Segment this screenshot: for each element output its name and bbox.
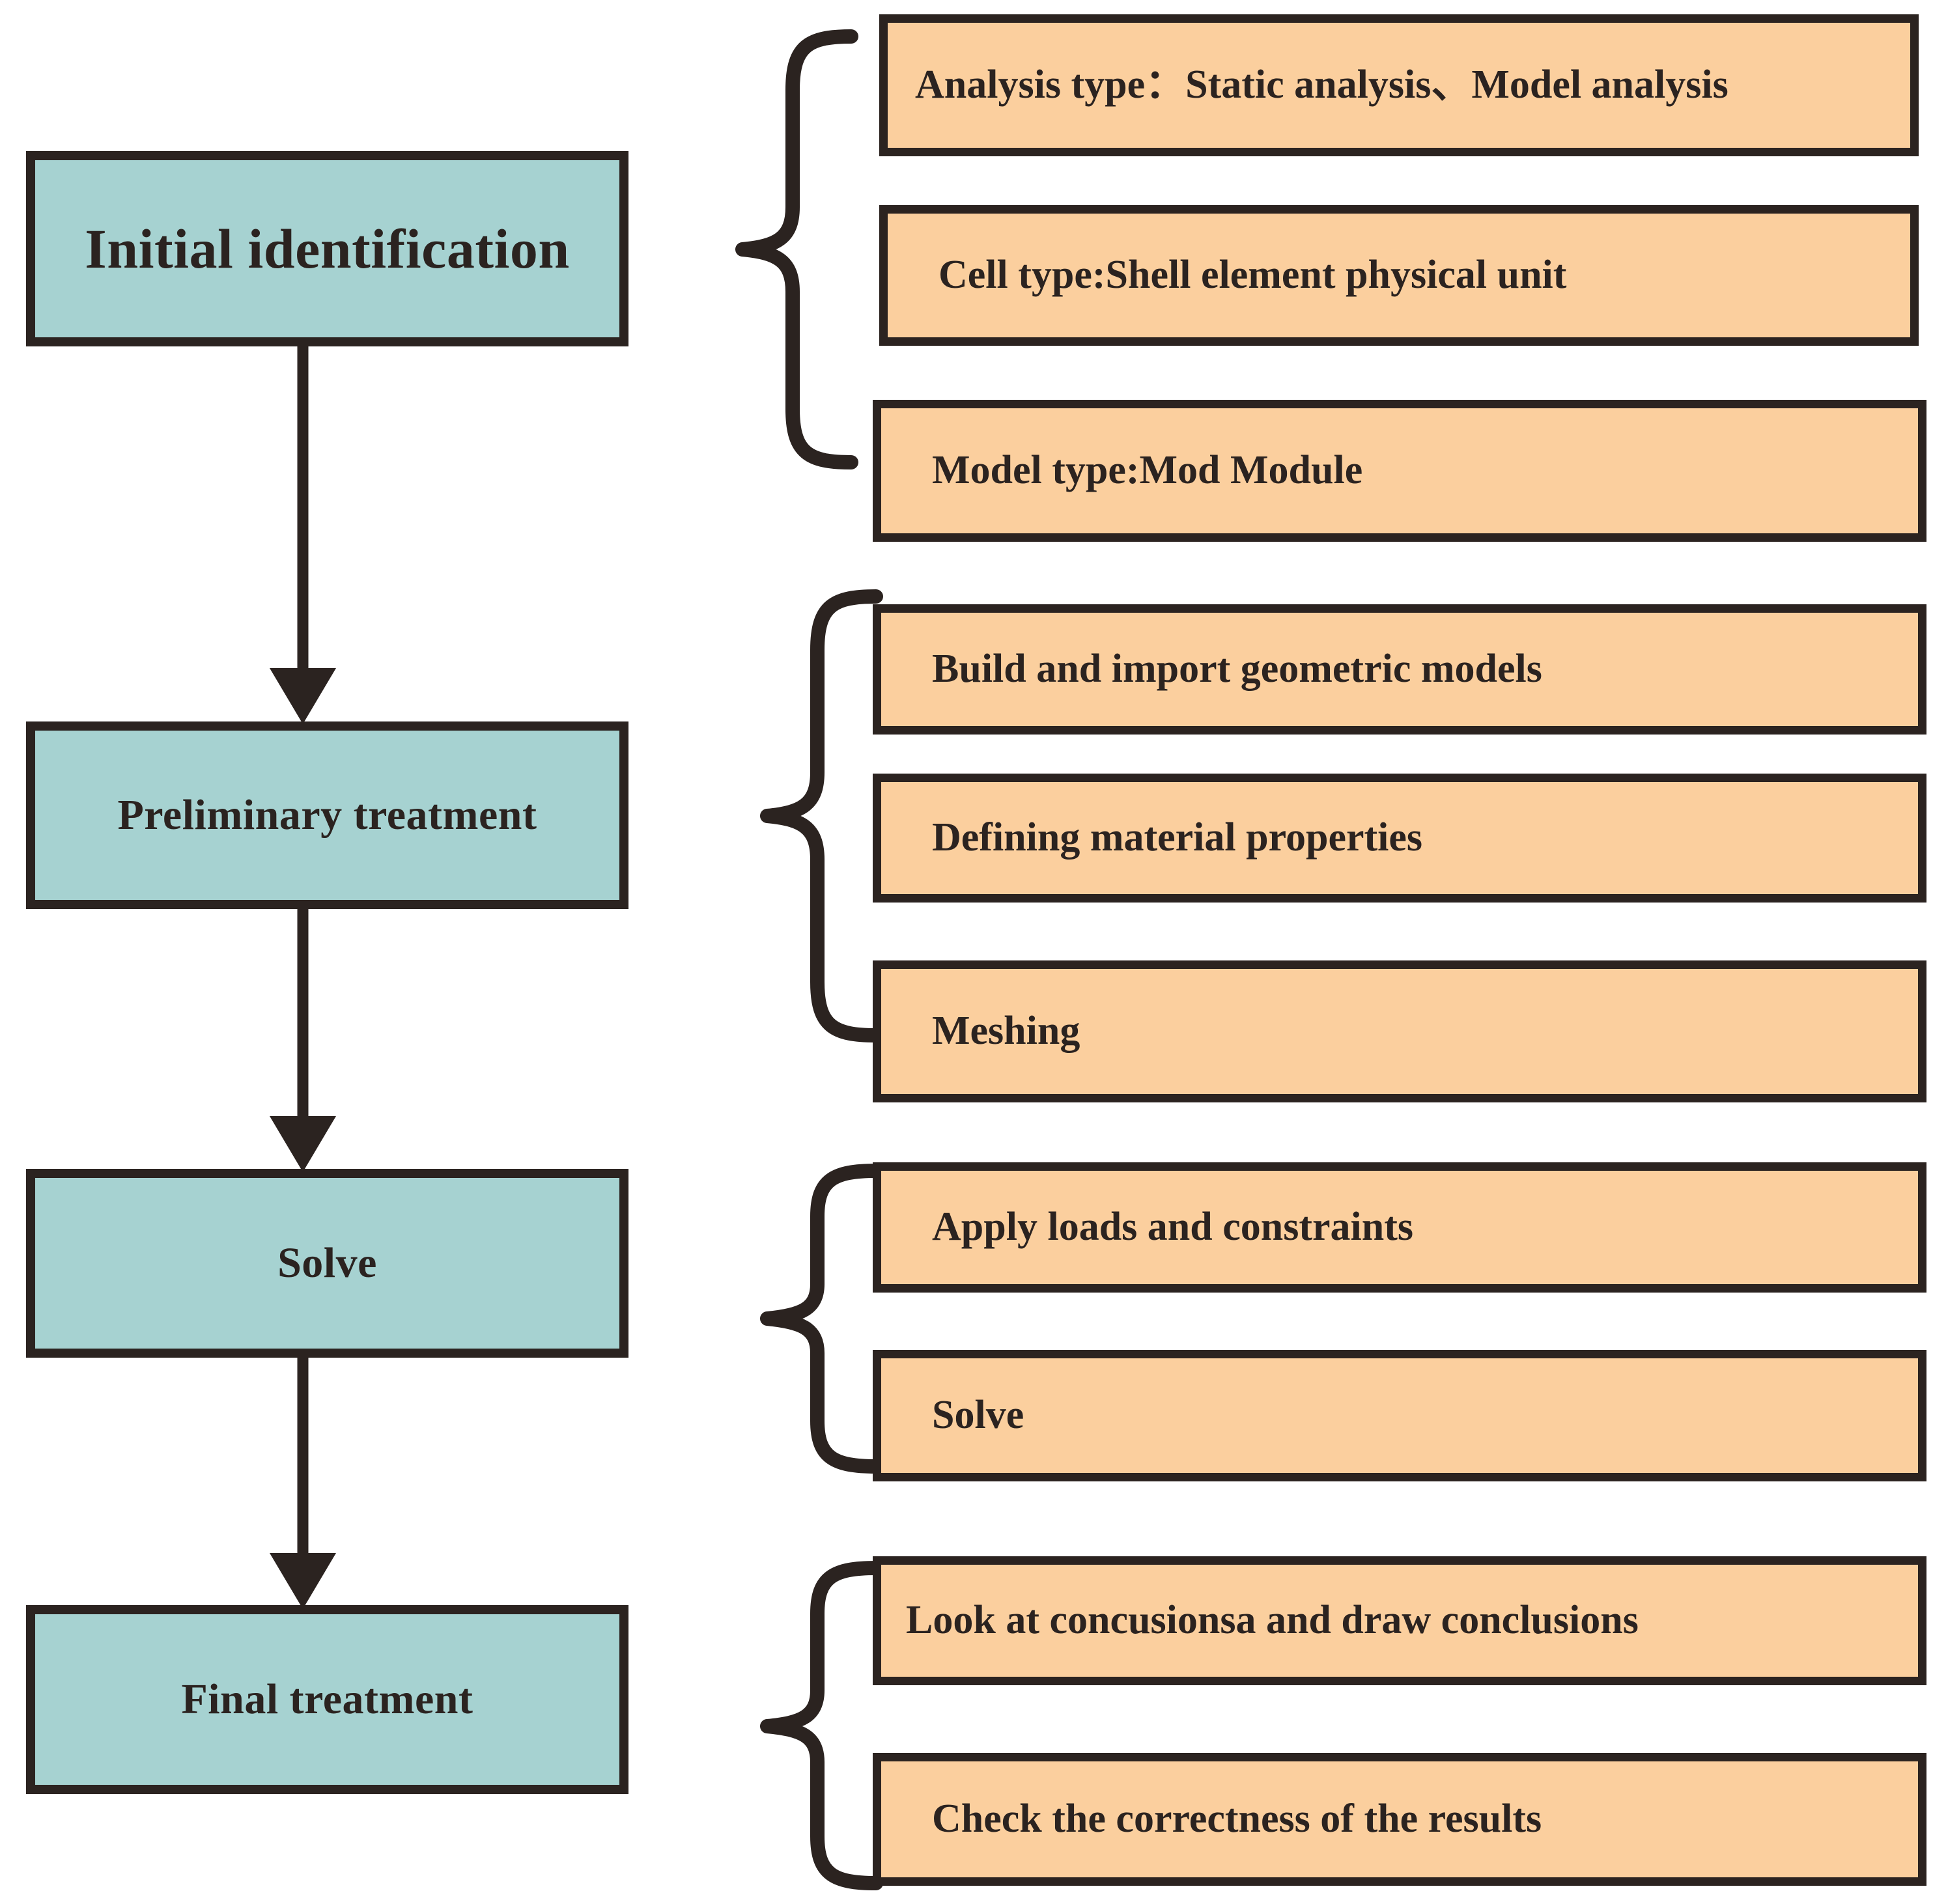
stage-box-solve[interactable]: Solve: [26, 1169, 628, 1358]
stage-box-final-treatment[interactable]: Final treatment: [26, 1605, 628, 1794]
detail-label-solve: Solve: [932, 1393, 1024, 1438]
stage-box-initial-identification[interactable]: Initial identification: [26, 151, 628, 346]
detail-box-meshing[interactable]: Meshing: [873, 960, 1926, 1102]
stage-label-final-treatment: Final treatment: [181, 1675, 473, 1724]
detail-label-meshing: Meshing: [932, 1009, 1080, 1054]
detail-box-analysis-type[interactable]: Analysis type：Static analysis、Model anal…: [879, 14, 1919, 156]
detail-box-check-correctness[interactable]: Check the correctness of the results: [873, 1753, 1926, 1886]
flow-arrow-initial-to-preliminary: [254, 344, 352, 725]
brace-preliminary-treatment: [755, 589, 892, 1043]
detail-box-cell-type[interactable]: Cell type:Shell element physical unit: [879, 205, 1919, 346]
detail-box-defining-material-properties[interactable]: Defining material properties: [873, 774, 1926, 903]
detail-label-check-correctness: Check the correctness of the results: [932, 1797, 1542, 1841]
detail-label-build-import-geometric-models: Build and import geometric models: [932, 647, 1542, 692]
detail-label-apply-loads-and-constraints: Apply loads and constraints: [932, 1205, 1414, 1250]
brace-final-treatment: [755, 1561, 892, 1890]
detail-label-look-at-conclusions: Look at concusionsa and draw conclusions: [906, 1598, 1639, 1643]
detail-box-model-type[interactable]: Model type:Mod Module: [873, 400, 1926, 542]
brace-initial-identification: [731, 29, 868, 469]
flow-arrow-solve-to-final: [254, 1355, 352, 1610]
stage-box-preliminary-treatment[interactable]: Preliminary treatment: [26, 721, 628, 909]
stage-label-solve: Solve: [277, 1239, 377, 1287]
detail-label-cell-type: Cell type:Shell element physical unit: [938, 253, 1567, 298]
stage-label-preliminary-treatment: Preliminary treatment: [117, 791, 537, 839]
detail-box-look-at-conclusions[interactable]: Look at concusionsa and draw conclusions: [873, 1556, 1926, 1685]
detail-box-apply-loads-and-constraints[interactable]: Apply loads and constraints: [873, 1162, 1926, 1293]
flow-arrow-preliminary-to-solve: [254, 906, 352, 1173]
detail-label-defining-material-properties: Defining material properties: [932, 815, 1423, 860]
detail-box-build-import-geometric-models[interactable]: Build and import geometric models: [873, 604, 1926, 735]
brace-solve: [755, 1164, 892, 1474]
stage-label-initial-identification: Initial identification: [85, 217, 570, 280]
detail-label-analysis-type: Analysis type：Static analysis、Model anal…: [915, 63, 1728, 107]
detail-box-solve[interactable]: Solve: [873, 1350, 1926, 1481]
detail-label-model-type: Model type:Mod Module: [932, 448, 1363, 493]
